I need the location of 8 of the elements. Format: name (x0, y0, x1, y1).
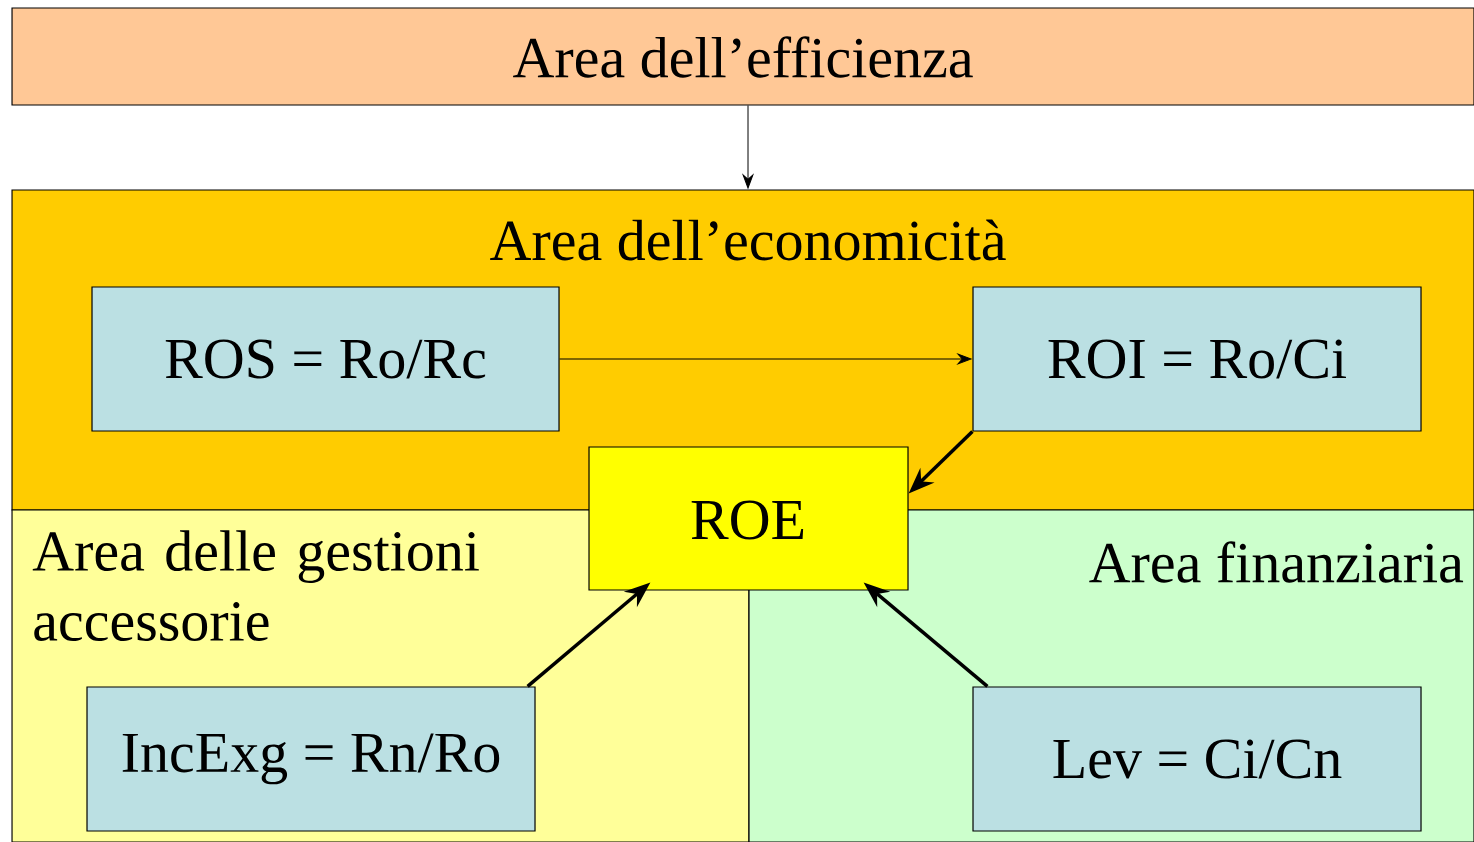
area-band: Area dell’efficienza (11, 7, 1474, 106)
formula-box: IncExg = Rn/Ro (86, 686, 536, 832)
formula-box: Lev = Ci/Cn (972, 686, 1422, 832)
result-box: ROE (588, 446, 909, 591)
formula-box: ROS = Ro/Rc (91, 286, 560, 432)
arrow (742, 105, 754, 189)
arrow (559, 353, 972, 365)
formula-box: ROI = Ro/Ci (972, 286, 1422, 432)
